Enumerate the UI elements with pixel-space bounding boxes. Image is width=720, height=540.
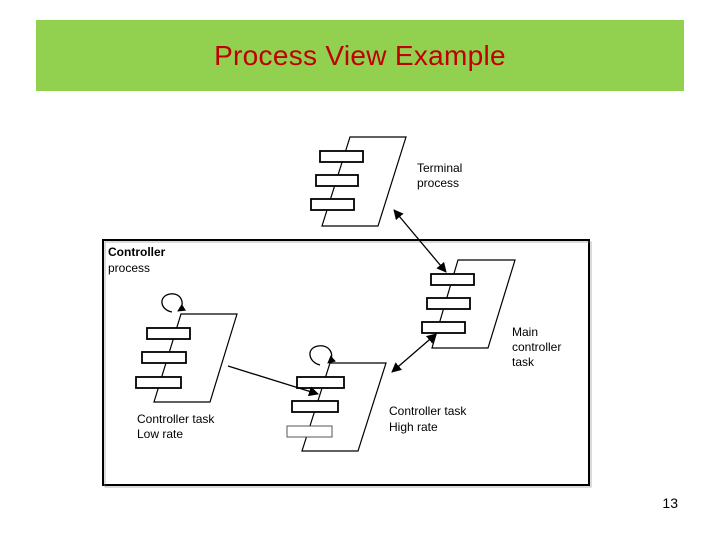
controller-process-label-line2: process <box>108 261 150 275</box>
controller-task-high-component <box>286 345 387 452</box>
terminal-process-label-line1: Terminal <box>417 161 462 175</box>
controller-process-label-line1: Controller <box>108 245 166 259</box>
controller-task-low-component <box>135 293 238 403</box>
page-number: 13 <box>662 495 678 511</box>
terminal-process-component <box>310 136 407 227</box>
controller-task-low-label-line1: Controller task <box>137 412 215 426</box>
title-band: Process View Example <box>36 20 684 91</box>
low-to-high-connector <box>227 365 319 397</box>
main-to-high-connector <box>391 333 437 373</box>
main-controller-task-label-line2: controller <box>512 340 561 354</box>
terminal-process-label-line2: process <box>417 176 459 190</box>
main-controller-task-label-line1: Main <box>512 325 538 339</box>
slide-title: Process View Example <box>214 39 506 71</box>
main-controller-task-label-line3: task <box>512 355 535 369</box>
controller-task-low-label-line2: Low rate <box>137 427 183 441</box>
controller-task-high-label-line1: Controller task <box>389 404 467 418</box>
terminal-to-main-connector <box>393 209 447 273</box>
connectors <box>227 209 447 397</box>
main-controller-task-component <box>421 259 516 349</box>
controller-task-high-label-line2: High rate <box>389 420 438 434</box>
